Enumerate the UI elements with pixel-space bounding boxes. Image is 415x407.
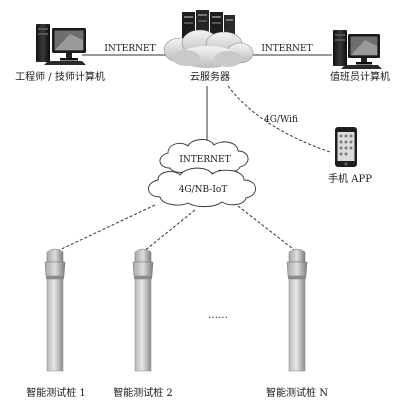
test-pile-2-icon bbox=[132, 248, 154, 372]
phone-app-label: 手机 APP bbox=[328, 172, 372, 185]
pile-n-label: 智能测试桩 N bbox=[266, 386, 328, 399]
phone-link-label: 4G/Wifi bbox=[264, 115, 298, 125]
pile-1-link bbox=[54, 204, 156, 253]
test-pile-n-icon bbox=[286, 248, 308, 372]
phone-link-line bbox=[227, 85, 331, 153]
pile-1-label: 智能测试桩 1 bbox=[26, 386, 86, 399]
cloud-nbiot-label: 4G/NB-IoT bbox=[179, 185, 228, 195]
test-pile-1-icon bbox=[44, 248, 66, 372]
pile-n-link bbox=[237, 205, 298, 253]
desktop-computer-icon bbox=[333, 30, 382, 69]
left-internet-label: INTERNET bbox=[104, 44, 155, 54]
cloud-internet-label: INTERNET bbox=[179, 155, 230, 165]
nbiot-cloud-shape bbox=[148, 167, 256, 208]
cloud-server-label: 云服务器 bbox=[190, 70, 230, 83]
pile-2-label: 智能测试桩 2 bbox=[113, 386, 173, 399]
duty-pc-label: 值班员计算机 bbox=[330, 70, 390, 83]
pile-2-link bbox=[142, 209, 196, 253]
desktop-computer-icon bbox=[36, 24, 86, 65]
engineer-pc-label: 工程师 / 技师计算机 bbox=[15, 70, 105, 83]
pile-ellipsis: …… bbox=[208, 310, 228, 321]
smartphone-icon bbox=[335, 127, 357, 167]
right-internet-label: INTERNET bbox=[261, 44, 312, 54]
cloud-server-icon bbox=[163, 10, 254, 68]
